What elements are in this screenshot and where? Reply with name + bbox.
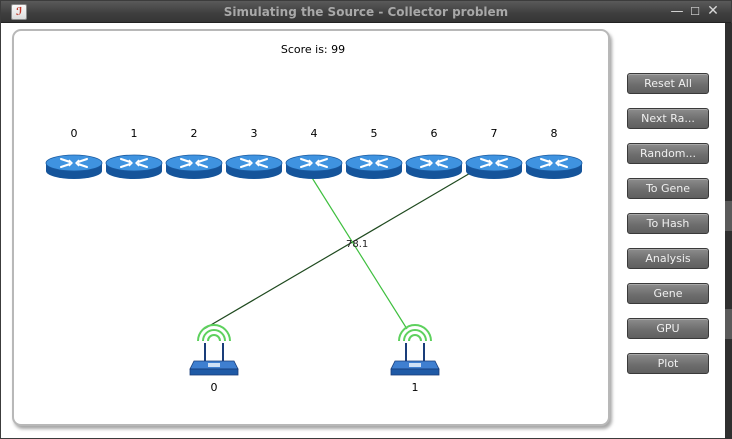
router-icon	[345, 154, 403, 179]
edge-notch	[725, 201, 732, 231]
router-label: 8	[551, 127, 558, 140]
router-label: 5	[371, 127, 378, 140]
gene-button[interactable]: Gene	[627, 283, 709, 304]
plot-button[interactable]: Plot	[627, 353, 709, 374]
analysis-button[interactable]: Analysis	[627, 248, 709, 269]
router-icon	[285, 154, 343, 179]
router-icon	[45, 154, 103, 179]
reset-all-button[interactable]: Reset All	[627, 73, 709, 94]
router-node-1[interactable]: 1	[105, 127, 163, 179]
router-icon	[465, 154, 523, 179]
router-label: 7	[491, 127, 498, 140]
java-app-icon[interactable]: ℐ	[11, 4, 27, 20]
router-label: 0	[71, 127, 78, 140]
gpu-button[interactable]: GPU	[627, 318, 709, 339]
router-node-3[interactable]: 3	[225, 127, 283, 179]
router-node-7[interactable]: 7	[465, 127, 523, 179]
router-node-5[interactable]: 5	[345, 127, 403, 179]
router-icon	[225, 154, 283, 179]
simulation-canvas[interactable]: Score is: 99 78.1 0 1 2 3 4 5 6 7 8 0 1	[12, 29, 610, 426]
network-diagram: 78.1 0 1 2 3 4 5 6 7 8 0 1	[45, 127, 583, 394]
source-node-0[interactable]: 0	[189, 324, 239, 394]
source-label: 0	[211, 381, 218, 394]
router-label: 4	[311, 127, 318, 140]
router-icon	[165, 154, 223, 179]
window-edge	[725, 23, 732, 439]
router-icon	[525, 154, 583, 179]
title-bar[interactable]: ℐ Simulating the Source - Collector prob…	[1, 1, 731, 23]
link-line-0-7	[203, 164, 485, 330]
router-node-8[interactable]: 8	[525, 127, 583, 179]
score-label: Score is: 99	[280, 43, 346, 56]
router-node-0[interactable]: 0	[45, 127, 103, 179]
router-icon	[105, 154, 163, 179]
source-node-1[interactable]: 1	[390, 324, 440, 394]
minimize-icon[interactable]: —	[670, 4, 684, 19]
to-hash-button[interactable]: To Hash	[627, 213, 709, 234]
wireless-router-icon	[390, 324, 440, 376]
router-label: 1	[131, 127, 138, 140]
next-random-button[interactable]: Next Ra...	[627, 108, 709, 129]
close-icon[interactable]: ✕	[707, 3, 719, 19]
link-line-1-4	[303, 164, 408, 330]
source-label: 1	[412, 381, 419, 394]
window-title: Simulating the Source - Collector proble…	[223, 5, 509, 19]
router-node-2[interactable]: 2	[165, 127, 223, 179]
edge-weight-label: 78.1	[346, 239, 368, 250]
router-icon	[405, 154, 463, 179]
random-button[interactable]: Random...	[627, 143, 709, 164]
maximize-icon[interactable]: ☐	[690, 5, 700, 18]
router-label: 6	[431, 127, 438, 140]
router-node-4[interactable]: 4	[285, 127, 343, 179]
wireless-router-icon	[189, 324, 239, 376]
router-node-6[interactable]: 6	[405, 127, 463, 179]
router-label: 3	[251, 127, 258, 140]
edge-notch	[725, 309, 732, 339]
to-gene-button[interactable]: To Gene	[627, 178, 709, 199]
router-label: 2	[191, 127, 198, 140]
